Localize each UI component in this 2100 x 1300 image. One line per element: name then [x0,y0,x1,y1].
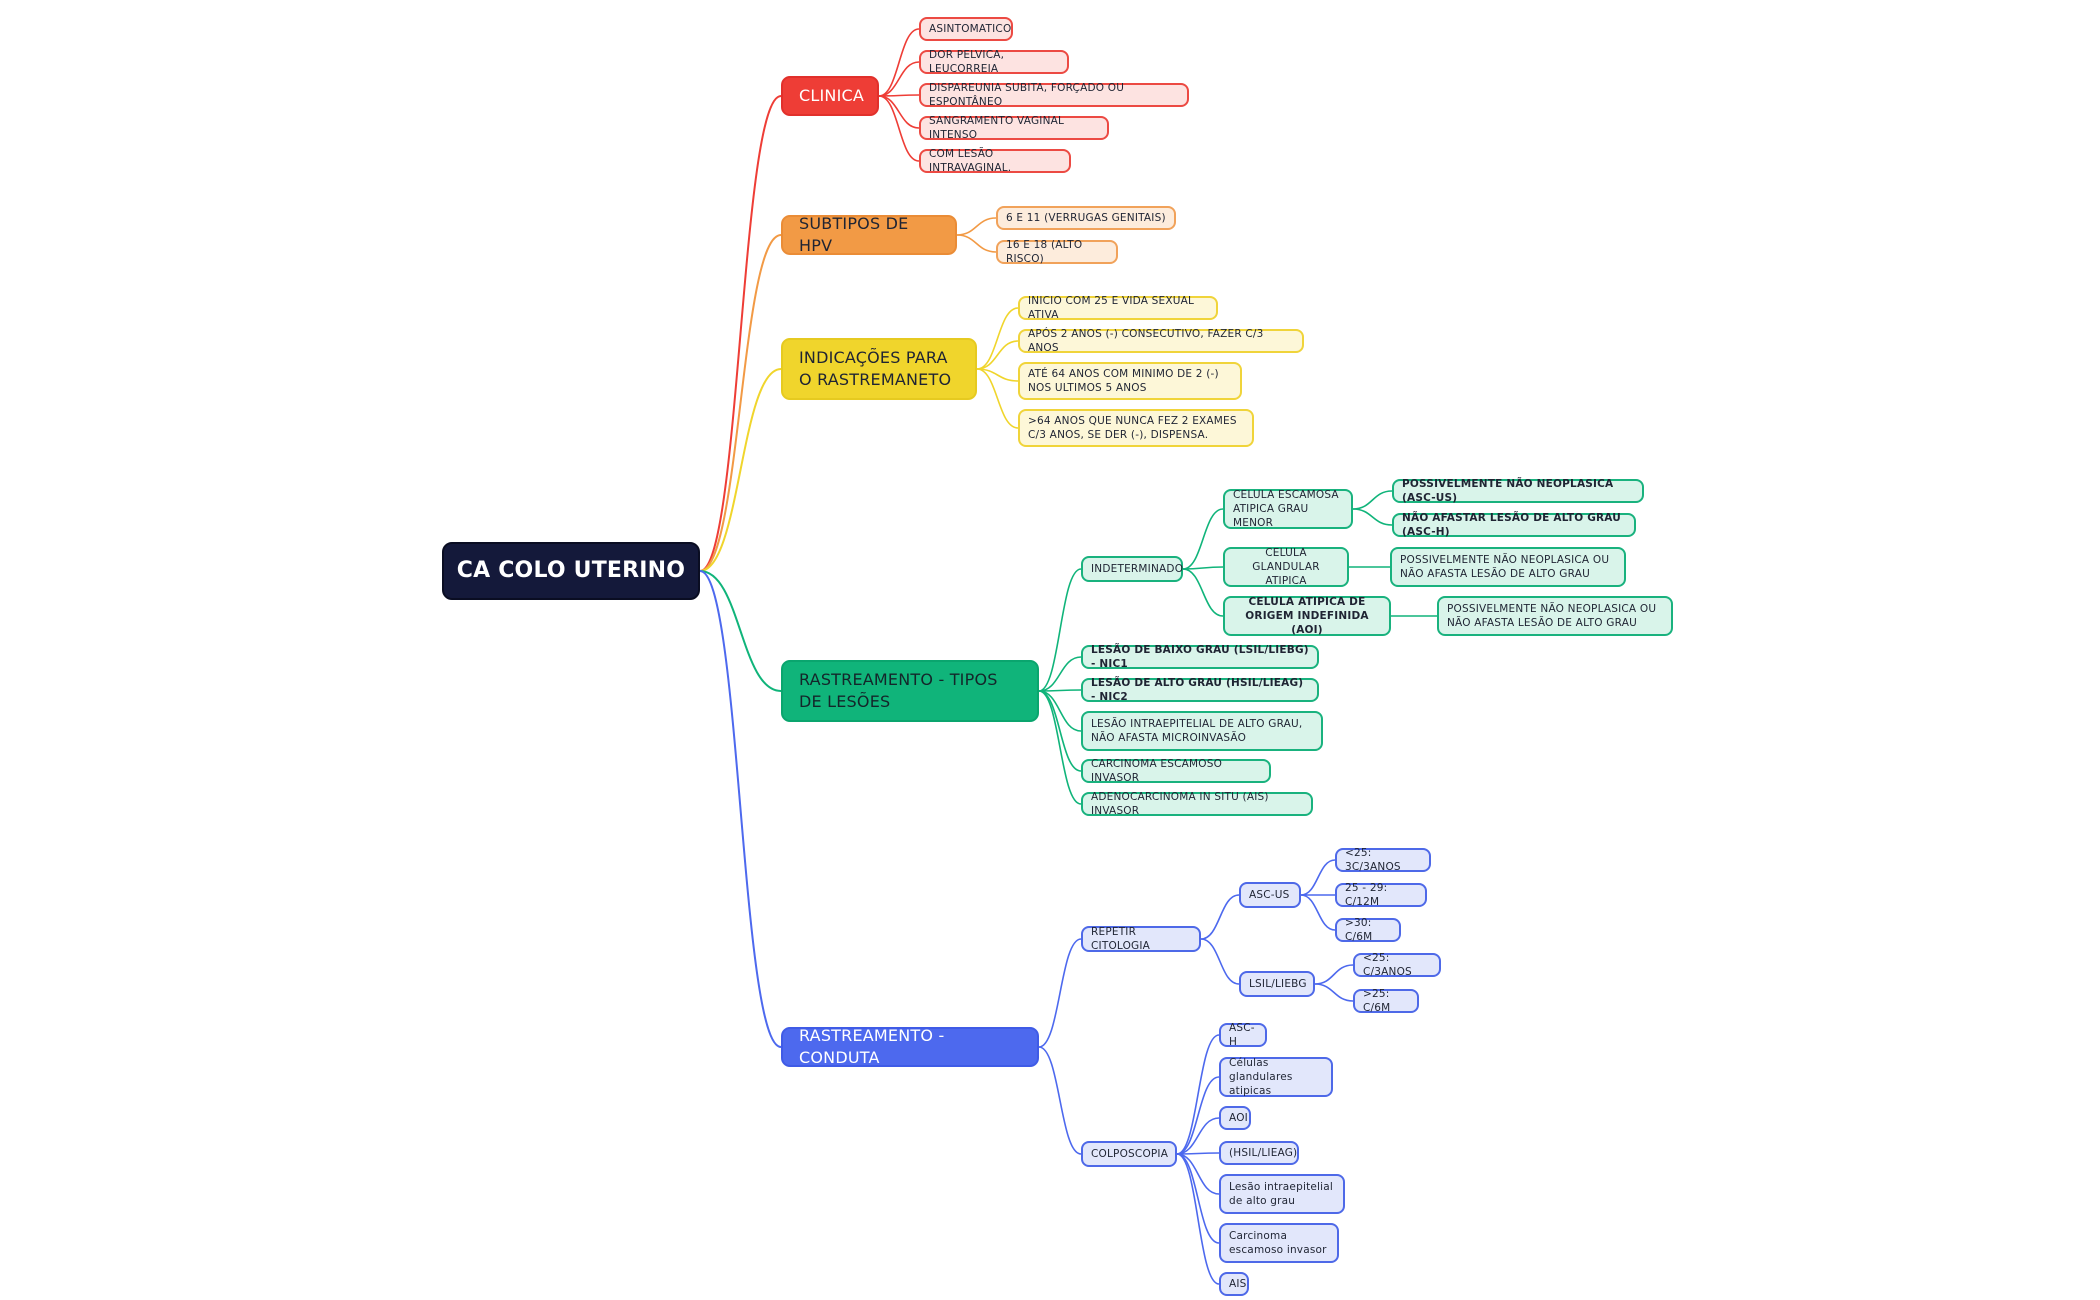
colposcopia-item[interactable]: Carcinoma escamoso invasor [1219,1223,1339,1263]
lsil-item[interactable]: >25: C/6M [1353,988,1419,1014]
connector-line [699,570,782,692]
indeterminado-celula-escamosa[interactable]: CELULA ESCAMOSA ATIPICA GRAU MENOR [1223,489,1353,529]
glandular-item[interactable]: POSSIVELMENTE NÃO NEOPLASICA OU NÃO AFAS… [1390,547,1626,587]
hpv-item[interactable]: 6 E 11 (VERRUGAS GENITAIS) [996,206,1176,230]
branch-tipos-de-lesoes[interactable]: RASTREAMENTO - TIPOS DE LESÕES [781,660,1039,722]
connector-line [1176,1153,1220,1195]
asc-us-item[interactable]: <25: 3C/3ANOS [1335,847,1431,873]
clinica-item[interactable]: DOR PELVICA, LEUCORREIA [919,49,1069,75]
connector-line [878,95,920,162]
connector-line [1314,983,1354,1002]
connector-line [1182,508,1224,570]
connector-line [956,234,997,253]
connector-line [1176,1076,1220,1155]
connector-line [1176,1034,1220,1155]
connector-line [1300,859,1336,896]
connector-line [1176,1152,1220,1155]
indicacoes-item[interactable]: ATÉ 64 ANOS COM MINIMO DE 2 (-) NOS ULTI… [1018,362,1242,400]
connector-line [1038,689,1082,692]
indeterminado-celula-glandular[interactable]: CELULA GLANDULAR ATIPICA [1223,547,1349,587]
asc-us-item[interactable]: 25 - 29: C/12M [1335,882,1427,908]
connector-line [1352,508,1393,526]
connector-line [1200,938,1240,985]
connector-line [1182,566,1224,570]
colposcopia-item[interactable]: AIS [1219,1272,1249,1296]
branch-indicacoes[interactable]: INDICAÇÕES PARA O RASTREMANETO [781,338,977,400]
connector-line [1176,1153,1220,1244]
connector-line [1314,964,1354,985]
colposcopia-item[interactable]: ASC-H [1219,1022,1267,1048]
repetir-asc-us[interactable]: ASC-US [1239,882,1301,908]
lesoes-indeterminado[interactable]: INDETERMINADO [1081,556,1183,582]
connector-line [956,217,997,236]
repetir-lsil-liebg[interactable]: LSIL/LIEBG [1239,971,1315,997]
connector-line [1200,894,1240,940]
branch-clinica[interactable]: CLINICA [781,76,879,116]
escamosa-item[interactable]: POSSIVELMENTE NÃO NEOPLASICA (ASC-US) [1392,478,1644,504]
colposcopia-item[interactable]: (HSIL/LIEAG) [1219,1141,1299,1165]
connector-line [1038,938,1082,1048]
indicacoes-item[interactable]: APÓS 2 ANOS (-) CONSECUTIVO, FAZER C/3 A… [1018,328,1304,354]
connector-line [1038,690,1082,805]
escamosa-item[interactable]: NÃO AFASTAR LESÃO DE ALTO GRAU (ASC-H) [1392,512,1636,538]
colposcopia-item[interactable]: Células glandulares atipicas [1219,1057,1333,1097]
connector-line [1176,1153,1220,1285]
clinica-item[interactable]: ASINTOMATICO [919,17,1013,41]
lsil-item[interactable]: <25: C/3ANOS [1353,952,1441,978]
connector-line [1038,568,1082,692]
connector-line [976,307,1019,370]
colposcopia-item[interactable]: Lesão intraepitelial de alto grau [1219,1174,1345,1214]
connector-line [976,340,1019,370]
root-node[interactable]: CA COLO UTERINO [442,542,700,600]
indeterminado-celula-aoi[interactable]: CELULA ATIPICA DE ORIGEM INDEFINIDA (AOI… [1223,596,1391,636]
connector-line [976,368,1019,382]
hpv-item[interactable]: 16 E 18 (ALTO RISCO) [996,239,1118,265]
connector-line [1352,490,1393,510]
branch-subtipos-hpv[interactable]: SUBTIPOS DE HPV [781,214,957,255]
connector-line [1038,690,1082,772]
clinica-item[interactable]: COM LESÃO INTRAVAGINAL. [919,148,1071,174]
conduta-repetir-citologia[interactable]: REPETIR CITOLOGIA [1081,926,1201,952]
connector-line [878,94,920,97]
connector-line [1038,656,1082,692]
connector-line [1182,568,1224,617]
clinica-item[interactable]: SANGRAMENTO VAGINAL INTENSO [919,115,1109,141]
connector-line [1038,690,1082,732]
asc-us-item[interactable]: >30: C/6M [1335,917,1401,943]
connector-line [699,368,782,572]
lesoes-item[interactable]: LESÃO DE BAIXO GRAU (LSIL/LIEBG) - NIC1 [1081,644,1319,670]
indicacoes-item[interactable]: >64 ANOS QUE NUNCA FEZ 2 EXAMES C/3 ANOS… [1018,409,1254,447]
aoi-item[interactable]: POSSIVELMENTE NÃO NEOPLASICA OU NÃO AFAS… [1437,596,1673,636]
connector-line [1038,1046,1082,1155]
clinica-item[interactable]: DISPAREUNIA SUBITA, FORÇADO OU ESPONTÂNE… [919,82,1189,108]
connector-line [699,570,782,1048]
lesoes-item[interactable]: ADENOCARCINOMA IN SITU (AIS) INVASOR [1081,791,1313,817]
conduta-colposcopia[interactable]: COLPOSCOPIA [1081,1141,1177,1167]
connector-line [699,95,782,572]
connector-line [699,234,782,572]
lesoes-item[interactable]: LESÃO INTRAEPITELIAL DE ALTO GRAU, NÃO A… [1081,711,1323,751]
connector-line [878,61,920,97]
indicacoes-item[interactable]: INICIO COM 25 E VIDA SEXUAL ATIVA [1018,295,1218,321]
branch-rastreamento-conduta[interactable]: RASTREAMENTO - CONDUTA [781,1026,1039,1067]
connector-line [976,368,1019,429]
connector-line [878,28,920,97]
connector-line [1300,894,1336,931]
connector-line [878,95,920,129]
lesoes-item[interactable]: CARCINOMA ESCAMOSO INVASOR [1081,758,1271,784]
lesoes-item[interactable]: LESÃO DE ALTO GRAU (HSIL/LIEAG) - NIC2 [1081,677,1319,703]
connector-line [1176,1117,1220,1155]
colposcopia-item[interactable]: AOI [1219,1106,1251,1130]
